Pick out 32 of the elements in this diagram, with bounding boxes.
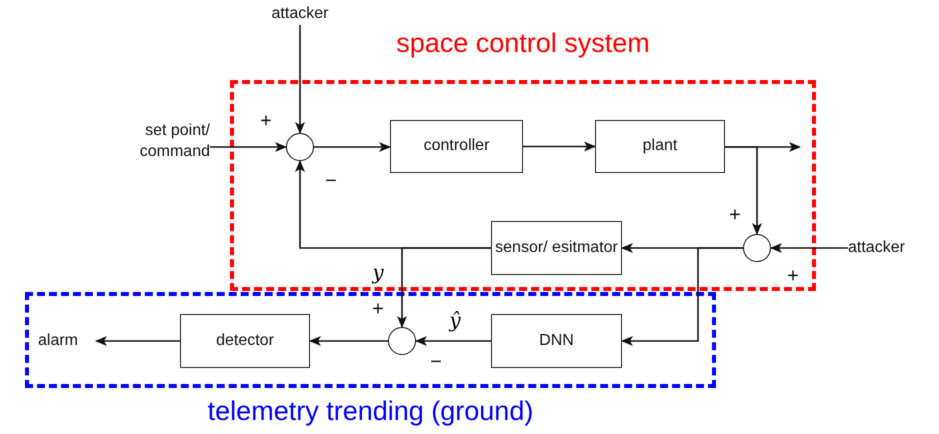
edge-label: ŷ xyxy=(448,310,462,330)
signal-label: attacker xyxy=(262,3,338,25)
arrow xyxy=(397,247,491,328)
arrow xyxy=(295,25,305,134)
arrow xyxy=(210,142,287,152)
arrow xyxy=(621,247,743,346)
sign-label: + xyxy=(787,266,799,286)
signal-label: attacker xyxy=(848,237,930,259)
arrow xyxy=(415,336,491,346)
summing-junction xyxy=(286,133,314,161)
process-box: plant xyxy=(595,120,725,173)
process-box: sensor/ esitmator xyxy=(491,221,622,275)
region-title: space control system xyxy=(396,28,650,59)
signal-label: set point/ command xyxy=(104,116,210,168)
arrow xyxy=(770,243,848,253)
sign-label: + xyxy=(260,111,272,131)
sign-label: − xyxy=(325,171,337,191)
sign-label: + xyxy=(729,205,741,225)
process-box: detector xyxy=(180,314,310,368)
summing-junction xyxy=(743,234,771,262)
sign-label: − xyxy=(430,352,442,372)
signal-label: alarm xyxy=(38,330,96,352)
sign-label: + xyxy=(372,299,384,319)
arrow xyxy=(523,142,596,152)
process-box: controller xyxy=(390,120,523,173)
arrow xyxy=(309,336,388,346)
process-box: DNN xyxy=(491,314,622,368)
arrow xyxy=(95,336,180,346)
arrow xyxy=(314,142,391,152)
arrow xyxy=(725,146,762,235)
summing-junction xyxy=(388,327,416,355)
region-title: telemetry trending (ground) xyxy=(208,396,534,427)
